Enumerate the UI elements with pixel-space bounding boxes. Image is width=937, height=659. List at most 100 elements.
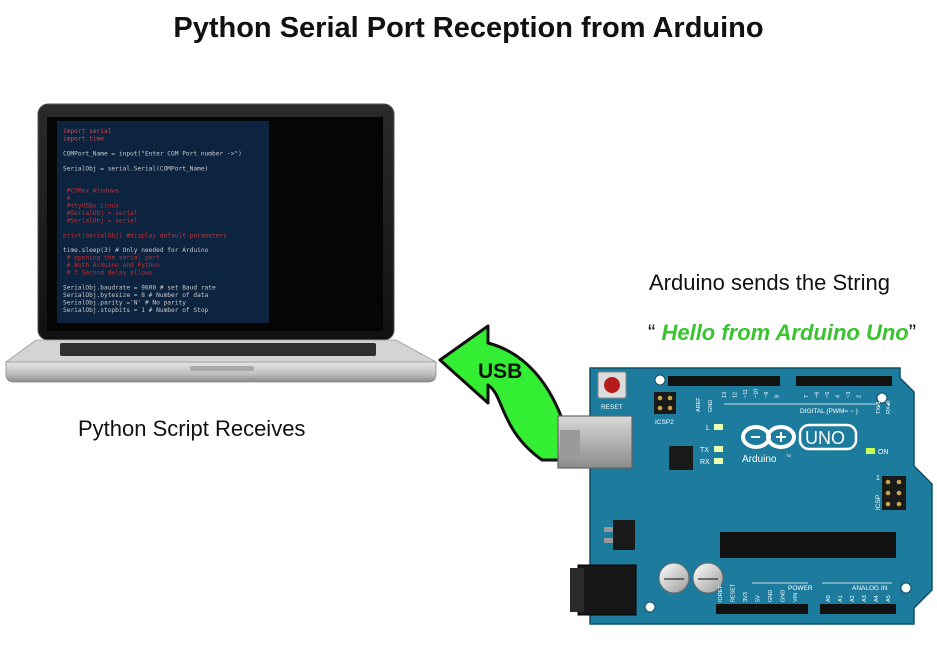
message-text: Hello from Arduino Uno [661, 320, 909, 345]
power-pin-labels: IOREF RESET 3V3 5V GND GND VIN [718, 583, 799, 602]
power-header [716, 604, 808, 614]
digital-pin-label: ~3 [846, 392, 852, 398]
mount-hole [876, 392, 888, 404]
code-line: import serial [63, 128, 112, 135]
analog-pin-label: A4 [874, 595, 880, 602]
digital-pin-label: 7 [804, 395, 810, 398]
code-line: time.sleep(3) # Only needed for Arduino [63, 247, 209, 254]
code-editor-panel [57, 121, 269, 323]
analog-in-label: ANALOG IN [852, 585, 888, 592]
open-quote: “ [648, 320, 662, 345]
digital-header-right [796, 376, 892, 386]
power-pin-label: GND [768, 590, 774, 602]
digital-pin-label: ~6 [815, 392, 821, 398]
code-line: SerialObj.bytesize = 8 # Number of data [63, 292, 209, 299]
digital-pin-label: ~10 [754, 389, 760, 398]
aref-label: AREF [696, 397, 702, 412]
power-jack [577, 564, 637, 616]
arduino-brand: Arduino [742, 454, 777, 465]
on-led-label: ON [878, 449, 889, 456]
digital-pin-label: ~9 [764, 392, 770, 398]
analog-pin-label: A0 [826, 595, 832, 602]
icsp-header [882, 476, 906, 510]
digital-pin-label: ~5 [825, 392, 831, 398]
code-line: import time [63, 135, 104, 142]
arduino-logo-icon [741, 425, 796, 449]
usb-chip [669, 446, 693, 470]
analog-pin-label: A5 [886, 595, 892, 602]
code-line: #SerialObj = serial [63, 217, 138, 224]
capacitor [658, 562, 690, 594]
analog-header [820, 604, 896, 614]
usb-arrow-shape [438, 324, 568, 462]
power-label: POWER [788, 585, 813, 592]
code-line: #SerialObj = serial [63, 210, 138, 217]
tx-led [714, 446, 723, 452]
power-jack-front [570, 568, 584, 612]
code-line: #ttyUSBx Linux [63, 203, 119, 210]
code-line: SerialObj.stopbits = 1 # Number of Stop [63, 307, 209, 314]
digital-pin-label: 12 [733, 392, 739, 398]
digital-pin-label: ~11 [743, 389, 749, 398]
code-line: print(SerialObj) #display default parame… [63, 232, 227, 239]
arduino-tm: TM [786, 454, 791, 458]
power-pin-label: IOREF [718, 585, 724, 602]
mount-hole [644, 601, 656, 613]
code-line: # [63, 195, 71, 202]
icsp2-header [654, 392, 676, 414]
digital-pin-label: 4 [836, 395, 842, 398]
digital-header-left [668, 376, 780, 386]
icsp-label: ICSP [875, 495, 882, 510]
code-line: # opening the serial port [63, 255, 160, 262]
python-receives-label: Python Script Receives [78, 416, 306, 441]
code-line: #COMxx Windows [63, 188, 119, 195]
tx-led-label: TX [700, 447, 709, 454]
usb-arrow: USB [438, 324, 568, 462]
arduino-sends-label: Arduino sends the String [649, 270, 890, 295]
code-line: SerialObj = serial.Serial(COMPort_Name) [63, 165, 208, 172]
rx-pin-label: RX◂0 [886, 401, 892, 414]
rx-led-label: RX [700, 459, 710, 466]
on-led [866, 448, 875, 454]
arduino-board: RESET ICSP2 AREF GND 13 12 ~11 ~10 ~9 8 7 ~6 ~5 4… [557, 367, 933, 625]
power-pin-label: GND [781, 590, 787, 602]
digital-label: DIGITAL (PWM= ~ ) [800, 408, 858, 415]
mount-hole [654, 374, 666, 386]
analog-pin-labels: A0 A1 A2 A3 A4 A5 [826, 595, 892, 602]
icsp-one-label: 1 [876, 475, 880, 482]
l-led-label: L [706, 425, 710, 432]
digital-pin-label: 13 [722, 392, 728, 398]
capacitor [692, 562, 724, 594]
usb-connector-inner [560, 430, 580, 460]
power-pin-label: 3V3 [743, 592, 749, 602]
uno-badge [798, 423, 858, 451]
code-line: SerialObj.parity ='N' # No parity [63, 299, 186, 306]
l-led [714, 424, 723, 430]
icsp2-label: ICSP2 [655, 419, 674, 426]
analog-pin-label: A3 [862, 595, 868, 602]
analog-pin-label: A1 [838, 595, 844, 602]
code-line: # Both Arduino and Python [63, 262, 160, 269]
tx-pin-label: TX▸1 [876, 401, 882, 414]
mount-hole [900, 582, 912, 594]
power-pin-label: VIN [793, 593, 799, 602]
reset-label: RESET [601, 404, 623, 411]
digital-pin-label: 8 [775, 395, 781, 398]
laptop-trackpad-notch [190, 366, 254, 371]
power-pin-label: RESET [731, 583, 737, 602]
power-pin-label: 5V [756, 595, 762, 602]
message-line: “ Hello from Arduino Uno” [648, 320, 916, 346]
diagram-title: Python Serial Port Reception from Arduin… [173, 12, 764, 44]
voltage-regulator [613, 520, 635, 550]
close-quote: ” [908, 320, 917, 345]
uno-label: UNO [805, 428, 845, 448]
laptop-base [5, 361, 437, 383]
code-line: COMPort_Name = input("Enter COM Port num… [63, 150, 242, 157]
analog-pin-label: A2 [850, 595, 856, 602]
code-line: # 3 Second delay allows [63, 270, 153, 277]
